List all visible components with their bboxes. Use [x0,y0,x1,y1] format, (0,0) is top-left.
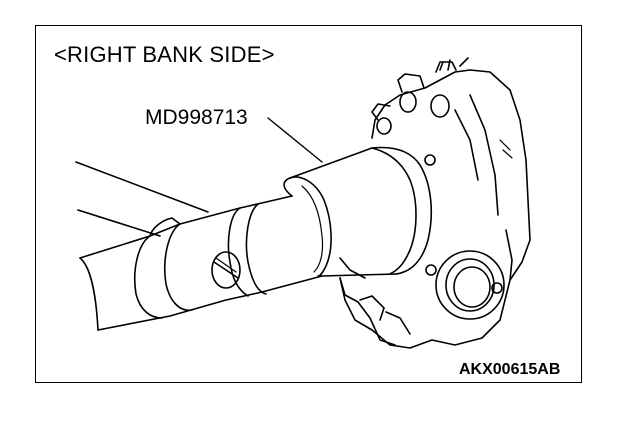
engine-housing [339,57,531,349]
figure-code: AKX00615AB [459,361,561,378]
figure-caption: <RIGHT BANK SIDE> [54,42,275,67]
special-tool [283,146,433,277]
tool-leader-line [267,117,323,163]
extension-bar [75,161,323,331]
tool-part-label: MD998713 [145,106,248,129]
figure-frame [35,25,582,383]
